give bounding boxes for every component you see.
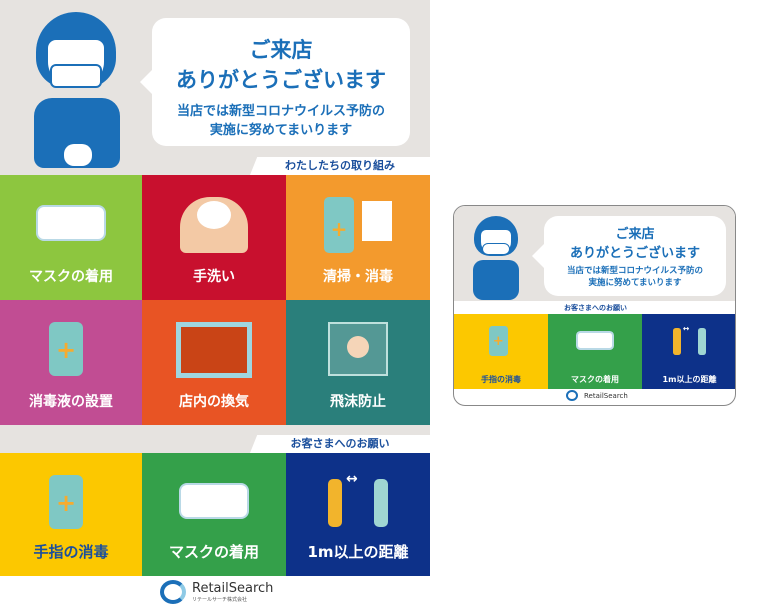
tile-label: 飛沫防止 xyxy=(330,394,386,410)
request-tile: マスクの着用 xyxy=(142,453,286,576)
sanitizer-icon: + xyxy=(49,475,83,529)
distance-icon: ↔ xyxy=(673,324,706,357)
greeting-title: ご来店 xyxy=(249,38,313,62)
mask-icon xyxy=(179,483,249,519)
tile-label: マスクの着用 xyxy=(571,375,619,384)
greeting-bubble: ご来店 ありがとうございます 当店では新型コロナウイルス予防の 実施に努めてまい… xyxy=(544,216,726,296)
effort-tile: 手洗い xyxy=(142,175,286,300)
request-tile: + 手指の消毒 xyxy=(454,314,548,389)
effort-tile: 飛沫防止 xyxy=(286,300,430,425)
greeting-title-2: ありがとうございます xyxy=(176,68,386,92)
request-tile: マスクの着用 xyxy=(548,314,642,389)
large-poster: ご来店 ありがとうございます 当店では新型コロナウイルス予防の 実施に努めてまい… xyxy=(0,0,430,608)
retailsearch-logo: RetailSearch リテールサーチ株式会社 xyxy=(160,580,273,604)
partition-icon xyxy=(328,322,388,376)
window-icon xyxy=(176,322,252,378)
hand-wash-icon xyxy=(180,197,248,253)
greeting-subtitle: 当店では新型コロナウイルス予防の xyxy=(176,104,385,119)
sanitizer-icon: + xyxy=(488,326,508,356)
spray-icon: + xyxy=(324,197,354,253)
tile-label: マスクの着用 xyxy=(29,269,113,285)
tile-label: 手指の消毒 xyxy=(481,375,521,384)
tile-label: 1m以上の距離 xyxy=(662,375,717,384)
request-tile: ↔ 1m以上の距離 xyxy=(286,453,430,576)
greeting-subtitle-2: 実施に努めてまいります xyxy=(209,123,353,138)
request-tile: ↔ 1m以上の距離 xyxy=(642,314,735,389)
mask-icon xyxy=(50,64,102,88)
tile-label: 手指の消毒 xyxy=(33,543,109,561)
section-label-requests: お客さまへのお願い xyxy=(250,435,430,453)
tile-label: 店内の換気 xyxy=(179,394,249,410)
sanitizer-icon: + xyxy=(49,322,83,376)
bowing-staff-illustration xyxy=(28,12,128,172)
distance-icon: ↔ xyxy=(328,471,388,531)
tile-label: 消毒液の設置 xyxy=(29,394,113,410)
tile-label: マスクの着用 xyxy=(168,543,259,561)
tile-label: 手洗い xyxy=(193,269,235,285)
effort-tile: マスクの着用 xyxy=(0,175,142,300)
mask-icon xyxy=(575,330,615,351)
mask-icon xyxy=(36,205,106,241)
tile-label: 1m以上の距離 xyxy=(307,543,409,561)
small-card: ご来店 ありがとうございます 当店では新型コロナウイルス予防の 実施に努めてまい… xyxy=(453,205,736,406)
effort-tile: + 清掃・消毒 xyxy=(286,175,430,300)
request-tile: + 手指の消毒 xyxy=(0,453,142,576)
bowing-staff-illustration xyxy=(472,216,522,306)
tile-label: 清掃・消毒 xyxy=(323,269,393,285)
section-label-efforts: わたしたちの取り組み xyxy=(250,157,430,175)
greeting-bubble: ご来店 ありがとうございます 当店では新型コロナウイルス予防の 実施に努めてまい… xyxy=(152,18,410,146)
retailsearch-logo: RetailSearch xyxy=(566,390,628,401)
section-label-requests: お客さまへのお願い xyxy=(564,304,627,312)
effort-tile: + 消毒液の設置 xyxy=(0,300,142,425)
effort-tile: 店内の換気 xyxy=(142,300,286,425)
